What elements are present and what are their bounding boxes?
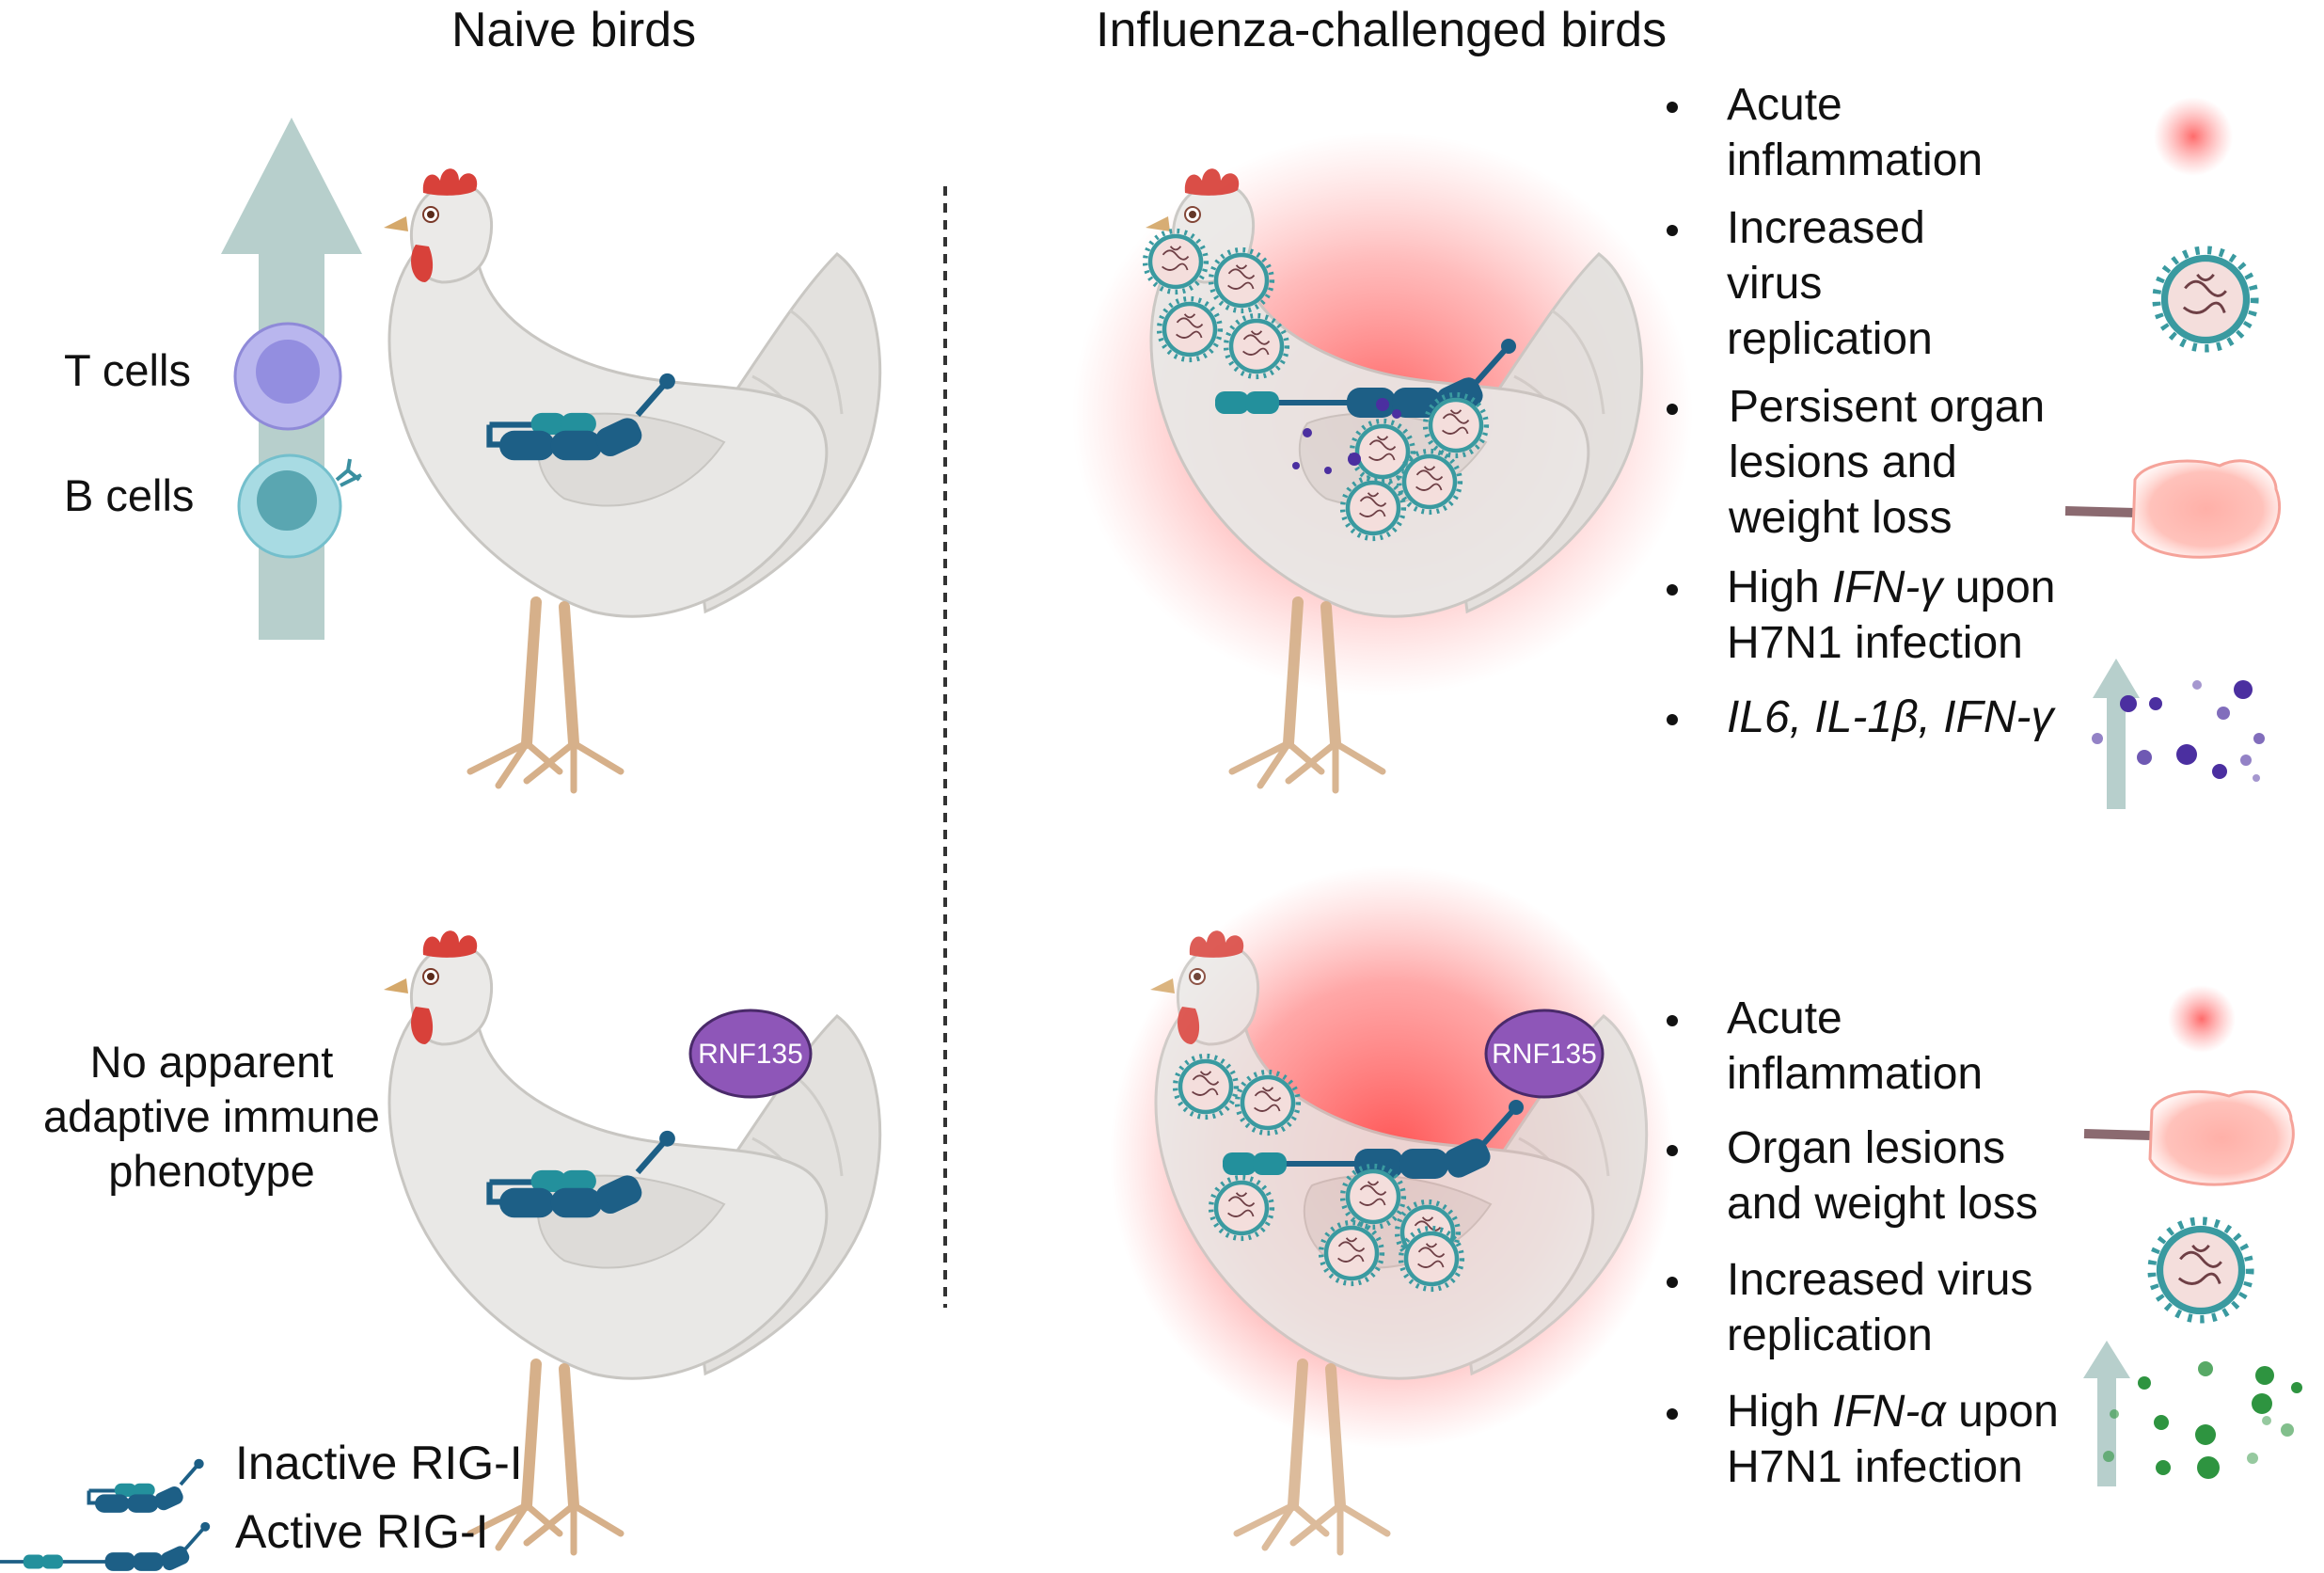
organ-lesion-icon xyxy=(2083,1089,2295,1186)
rnf135-label: RNF135 xyxy=(698,1039,803,1070)
challenged-header: Influenza-challenged birds xyxy=(1096,3,1668,57)
naive-header: Naive birds xyxy=(451,3,697,57)
inflammation-icon xyxy=(2168,985,2236,1053)
virus-icon xyxy=(2152,1221,2250,1319)
ifn-alpha-dots xyxy=(2103,1361,2302,1479)
virus-icon xyxy=(2157,250,2254,348)
inflammation-icon xyxy=(2154,97,2233,176)
b-cells-label: B cells xyxy=(64,470,195,520)
legend-active-rig-i-icon xyxy=(0,1519,213,1573)
bullet-high-ifn-alpha: High IFN-α upon H7N1 infection xyxy=(1667,1384,2099,1497)
naive-phenotype-text: No apparent adaptive immune phenotype xyxy=(43,1037,380,1196)
t-cell-icon xyxy=(233,322,342,431)
rnf135-badge xyxy=(688,1009,813,1099)
legend-inactive-label: Inactive RIG-I xyxy=(235,1437,523,1489)
bullet-high-ifn-gamma: High IFN-γ upon H7N1 infection xyxy=(1667,560,2080,690)
cytokine-up-arrow xyxy=(2083,1341,2130,1486)
t-cells-label: T cells xyxy=(64,345,191,395)
cytokine-dots xyxy=(1292,398,1401,474)
organ-lesion-icon xyxy=(2064,459,2282,559)
legend-inactive-rig-i-icon xyxy=(87,1456,206,1515)
bullet-cytokines: IL6, IL-1β, IFN-γ xyxy=(1667,690,2080,746)
rnf135-label: RNF135 xyxy=(1492,1039,1597,1070)
ifn-gamma-dots xyxy=(2092,680,2265,782)
b-cell-icon xyxy=(237,453,362,559)
naive-chicken-top xyxy=(384,168,880,790)
rnf135-badge xyxy=(1484,1009,1605,1099)
legend-active-label: Active RIG-I xyxy=(235,1505,489,1558)
